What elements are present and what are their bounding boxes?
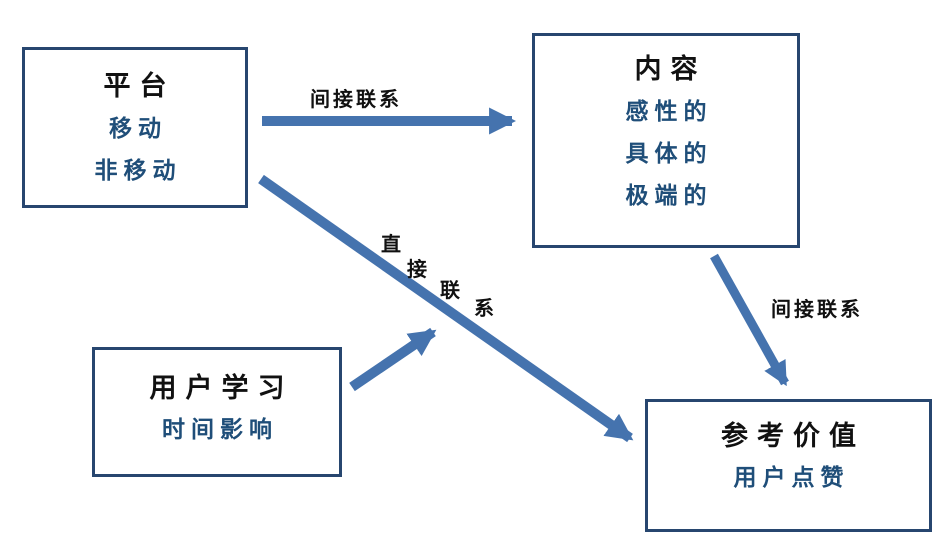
platform-line-nonmobile: 非移动 <box>94 157 182 183</box>
platform-title: 平台 <box>103 71 176 101</box>
label-indirect-link-top: 间接联系 <box>310 89 402 111</box>
label-direct-link-char-3: 联 <box>440 280 460 302</box>
label-direct-link-char-1: 直 <box>381 234 401 256</box>
box-user-learning: 用户学习 时间影响 <box>92 347 342 477</box>
content-line-extreme: 极端的 <box>625 182 713 208</box>
arrow-user-learning-moderator <box>349 327 437 392</box>
box-content: 内容 感性的 具体的 极端的 <box>532 33 800 248</box>
reference-value-line-likes: 用户点赞 <box>733 464 850 490</box>
box-reference-value: 参考价值 用户点赞 <box>645 399 932 532</box>
label-indirect-link-right: 间接联系 <box>771 299 863 321</box>
box-platform: 平台 移动 非移动 <box>22 47 248 208</box>
platform-line-mobile: 移动 <box>109 115 167 141</box>
reference-value-title: 参考价值 <box>721 421 865 451</box>
label-direct-link-char-4: 系 <box>474 298 494 320</box>
content-line-emotional: 感性的 <box>625 98 713 124</box>
label-direct-link-char-2: 接 <box>407 259 427 281</box>
user-learning-title: 用户学习 <box>149 373 294 403</box>
content-title: 内容 <box>634 54 707 84</box>
content-line-concrete: 具体的 <box>625 140 713 166</box>
user-learning-line-time: 时间影响 <box>162 416 278 442</box>
